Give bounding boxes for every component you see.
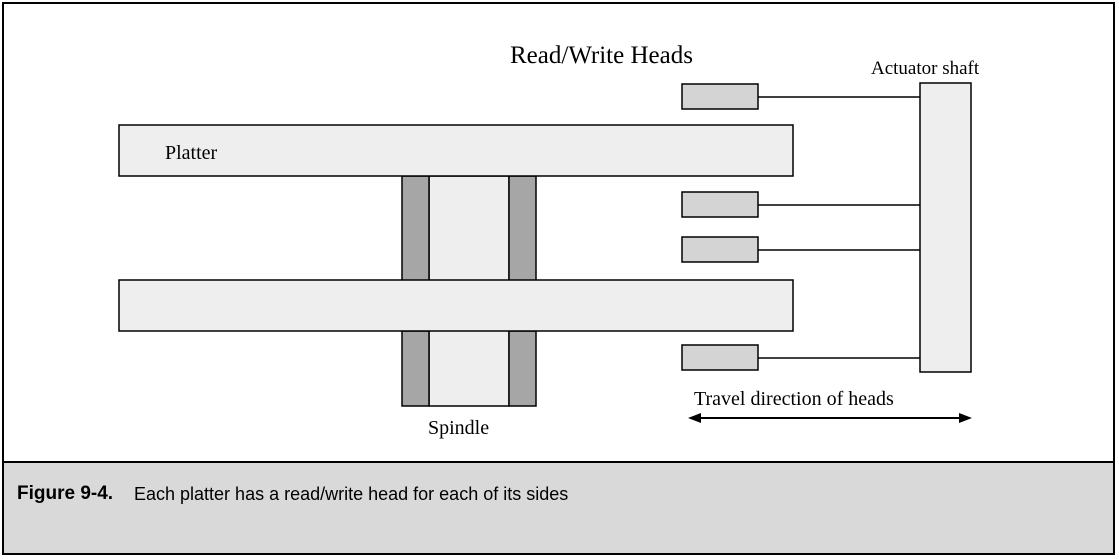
actuator-shaft-label: Actuator shaft [871,58,980,79]
spindle-label: Spindle [428,417,489,439]
platter-top [118,124,794,177]
disk-drive-diagram: Read/Write Heads Actuator shaft Platter … [118,42,980,439]
read-write-head [681,191,759,218]
read-write-head [681,344,759,371]
actuator-shaft [919,82,972,373]
figure-caption: Each platter has a read/write head for e… [134,484,569,504]
spindle-sleeve-left-lower [401,330,430,407]
read-write-head [681,236,759,263]
platter-label: Platter [165,142,218,164]
read-write-heads-label: Read/Write Heads [510,42,693,69]
spindle-sleeve-right-lower [508,330,537,407]
spindle-sleeve-right-upper [508,175,537,282]
travel-direction-label: Travel direction of heads [694,388,894,410]
read-write-head [681,83,759,110]
arrowhead-left-icon [688,413,701,423]
platter-bottom [118,279,794,332]
arrowhead-right-icon [959,413,972,423]
caption-band: Figure 9-4. Each platter has a read/writ… [4,461,1113,553]
figure-number: Figure 9-4. [17,483,114,504]
spindle-sleeve-left-upper [401,175,430,282]
